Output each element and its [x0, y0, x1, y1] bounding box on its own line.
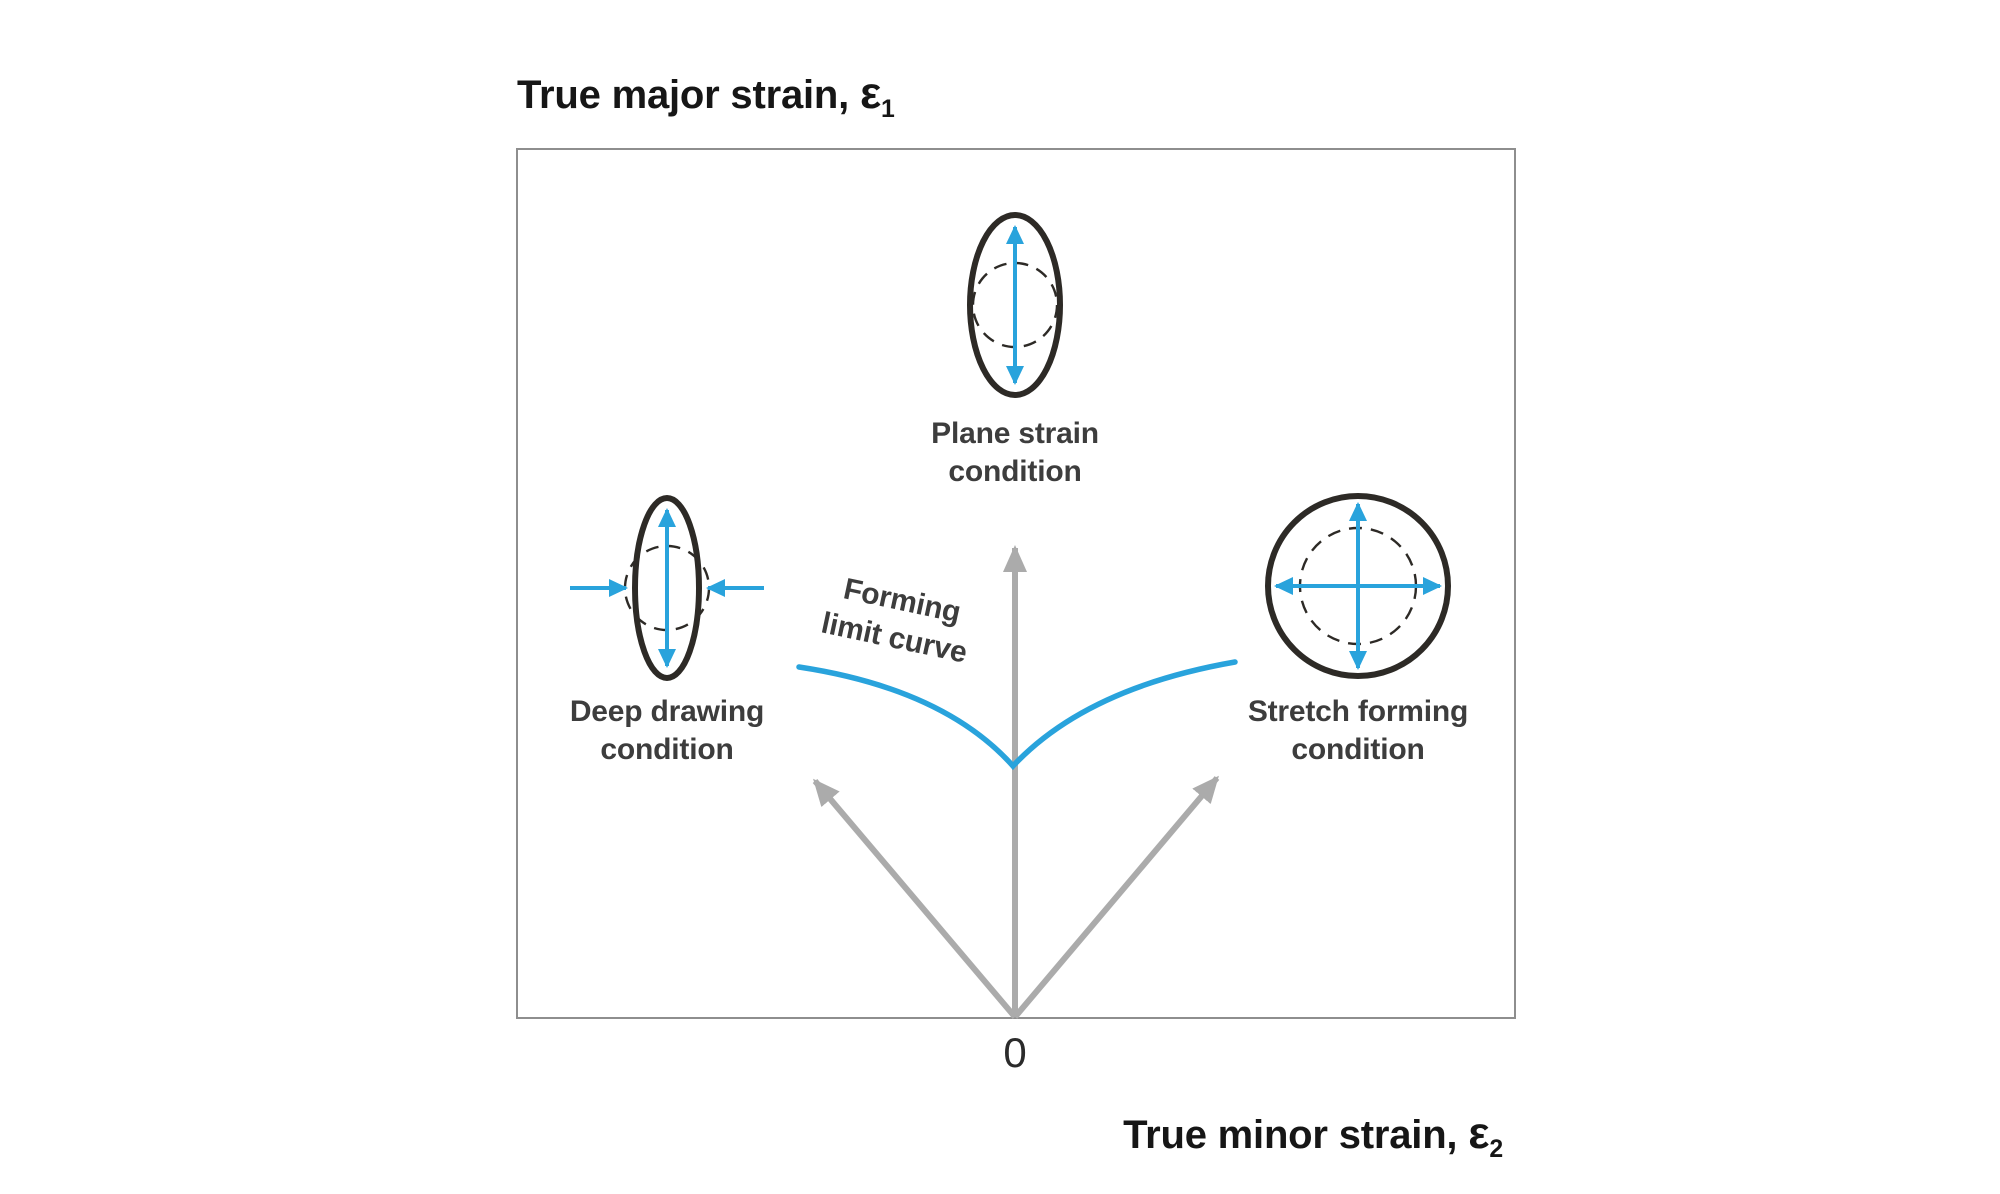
deep-drawing-icon — [570, 495, 764, 681]
stretch-forming-icon — [1265, 493, 1451, 679]
epsilon-symbol: ε — [859, 68, 882, 118]
deep-drawing-label-line1: Deep drawing — [569, 695, 765, 728]
major-strain-axis-text: True major strain, — [517, 73, 860, 117]
plane-strain-label-line2: condition — [948, 455, 1082, 488]
minor-strain-axis-text: True minor strain, — [1123, 1113, 1469, 1157]
deformed-ellipse — [632, 495, 702, 681]
plane-strain-label-line1: Plane strain — [931, 417, 1099, 450]
strain-path-arrows — [812, 545, 1220, 1019]
deformed-ellipse — [967, 212, 1063, 398]
minor-strain-subscript: 2 — [1489, 1136, 1503, 1163]
minor-strain-axis-title: True minor strain, ε2 — [1123, 1108, 1503, 1164]
stretch-forming-path-arrow — [1012, 775, 1220, 1019]
plane-strain-label: Plane strain condition — [931, 415, 1099, 491]
major-strain-subscript: 1 — [881, 96, 895, 123]
forming-limit-curve-path — [796, 659, 1238, 771]
deep-drawing-path-arrow — [812, 778, 1018, 1019]
deep-drawing-label-line2: condition — [600, 733, 734, 766]
plane-strain-icon — [967, 212, 1063, 398]
plot-box — [516, 148, 1516, 1019]
stretch-forming-label-line2: condition — [1291, 733, 1425, 766]
stretch-forming-label: Stretch forming condition — [1247, 693, 1469, 769]
origin-label: 0 — [1003, 1029, 1027, 1076]
major-strain-axis-title: True major strain, ε1 — [517, 68, 895, 124]
deformed-circle — [1265, 493, 1451, 679]
deep-drawing-label: Deep drawing condition — [569, 693, 765, 769]
epsilon-symbol: ε — [1468, 1108, 1490, 1158]
stretch-forming-label-line1: Stretch forming — [1247, 695, 1469, 728]
